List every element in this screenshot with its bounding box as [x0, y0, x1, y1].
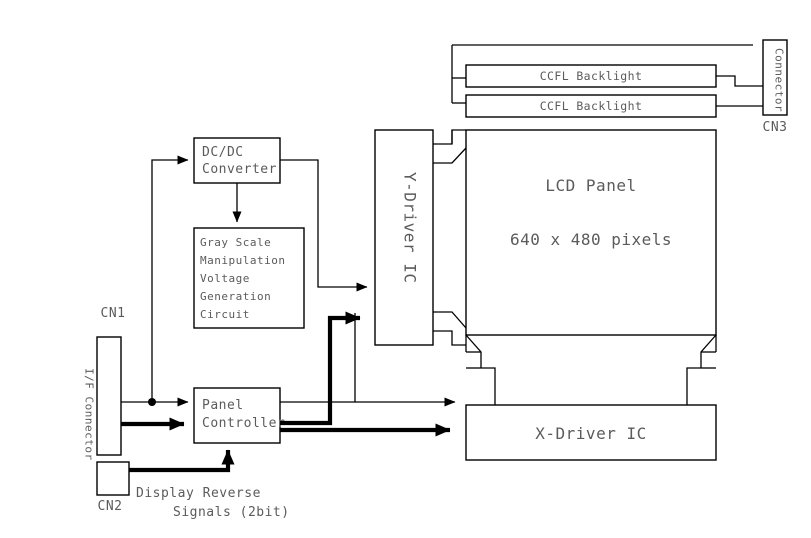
grayscale-line5: Circuit	[200, 308, 250, 321]
display-reverse-signals-line1: Display Reverse	[136, 486, 261, 501]
panel-controller-line1: Panel	[202, 398, 244, 413]
cn1-label: CN1	[101, 306, 126, 321]
dcdc-converter-line1: DC/DC	[202, 145, 244, 160]
dcdc-to-y-driver-wire	[280, 159, 368, 292]
grayscale-line3: Voltage	[200, 272, 250, 285]
ccfl-backlight-top-label: CCFL Backlight	[540, 69, 643, 83]
panel-controller-to-y-driver-wire	[280, 311, 361, 426]
grayscale-line1: Gray Scale	[200, 236, 271, 249]
cn3-label: CN3	[763, 120, 788, 135]
grayscale-circuit-block	[193, 227, 305, 329]
x-driver-flex-left-drop	[481, 367, 496, 405]
ccfl-top-right-lead	[716, 75, 763, 87]
cn3-connector-label: Connector	[773, 48, 786, 112]
cn1-to-dcdc-branch-wire	[151, 155, 189, 402]
x-driver-ic-block	[465, 404, 717, 461]
panel-controller-line2: Controller	[202, 416, 285, 431]
y-driver-lcd-bot-flex-lower	[433, 330, 466, 346]
lcd-panel-title: LCD Panel	[545, 176, 636, 195]
if-connector-cn1-block	[96, 336, 122, 456]
y-driver-lcd-top-flex-lower	[433, 147, 467, 164]
ccfl-backlight-bottom-label: CCFL Backlight	[540, 99, 643, 113]
cn2-connector-block	[96, 461, 130, 496]
y-driver-lcd-top-flex-upper	[433, 129, 466, 145]
grayscale-line2: Manipulation	[200, 254, 285, 267]
grayscale-line4: Generation	[200, 290, 271, 303]
x-driver-ic-label: X-Driver IC	[535, 424, 646, 443]
lcd-panel-block	[465, 129, 717, 336]
cn3-connector-block	[762, 39, 788, 116]
junction-dot	[148, 398, 156, 406]
panel-controller-block	[193, 387, 281, 444]
if-connector-label: I/F Connector	[83, 368, 96, 461]
x-driver-flex-right-drop	[686, 367, 701, 405]
y-driver-ic-label: Y-Driver IC	[401, 172, 420, 283]
cn2-display-reverse-wire	[129, 449, 235, 473]
cn2-label: CN2	[98, 499, 123, 514]
display-reverse-signals-line2: Signals (2bit)	[173, 505, 290, 520]
dcdc-converter-line2: Converter	[202, 162, 277, 177]
y-driver-lcd-bot-flex-upper	[433, 311, 467, 329]
lcd-panel-resolution: 640 x 480 pixels	[510, 230, 672, 249]
y-driver-ic-block	[374, 129, 434, 346]
